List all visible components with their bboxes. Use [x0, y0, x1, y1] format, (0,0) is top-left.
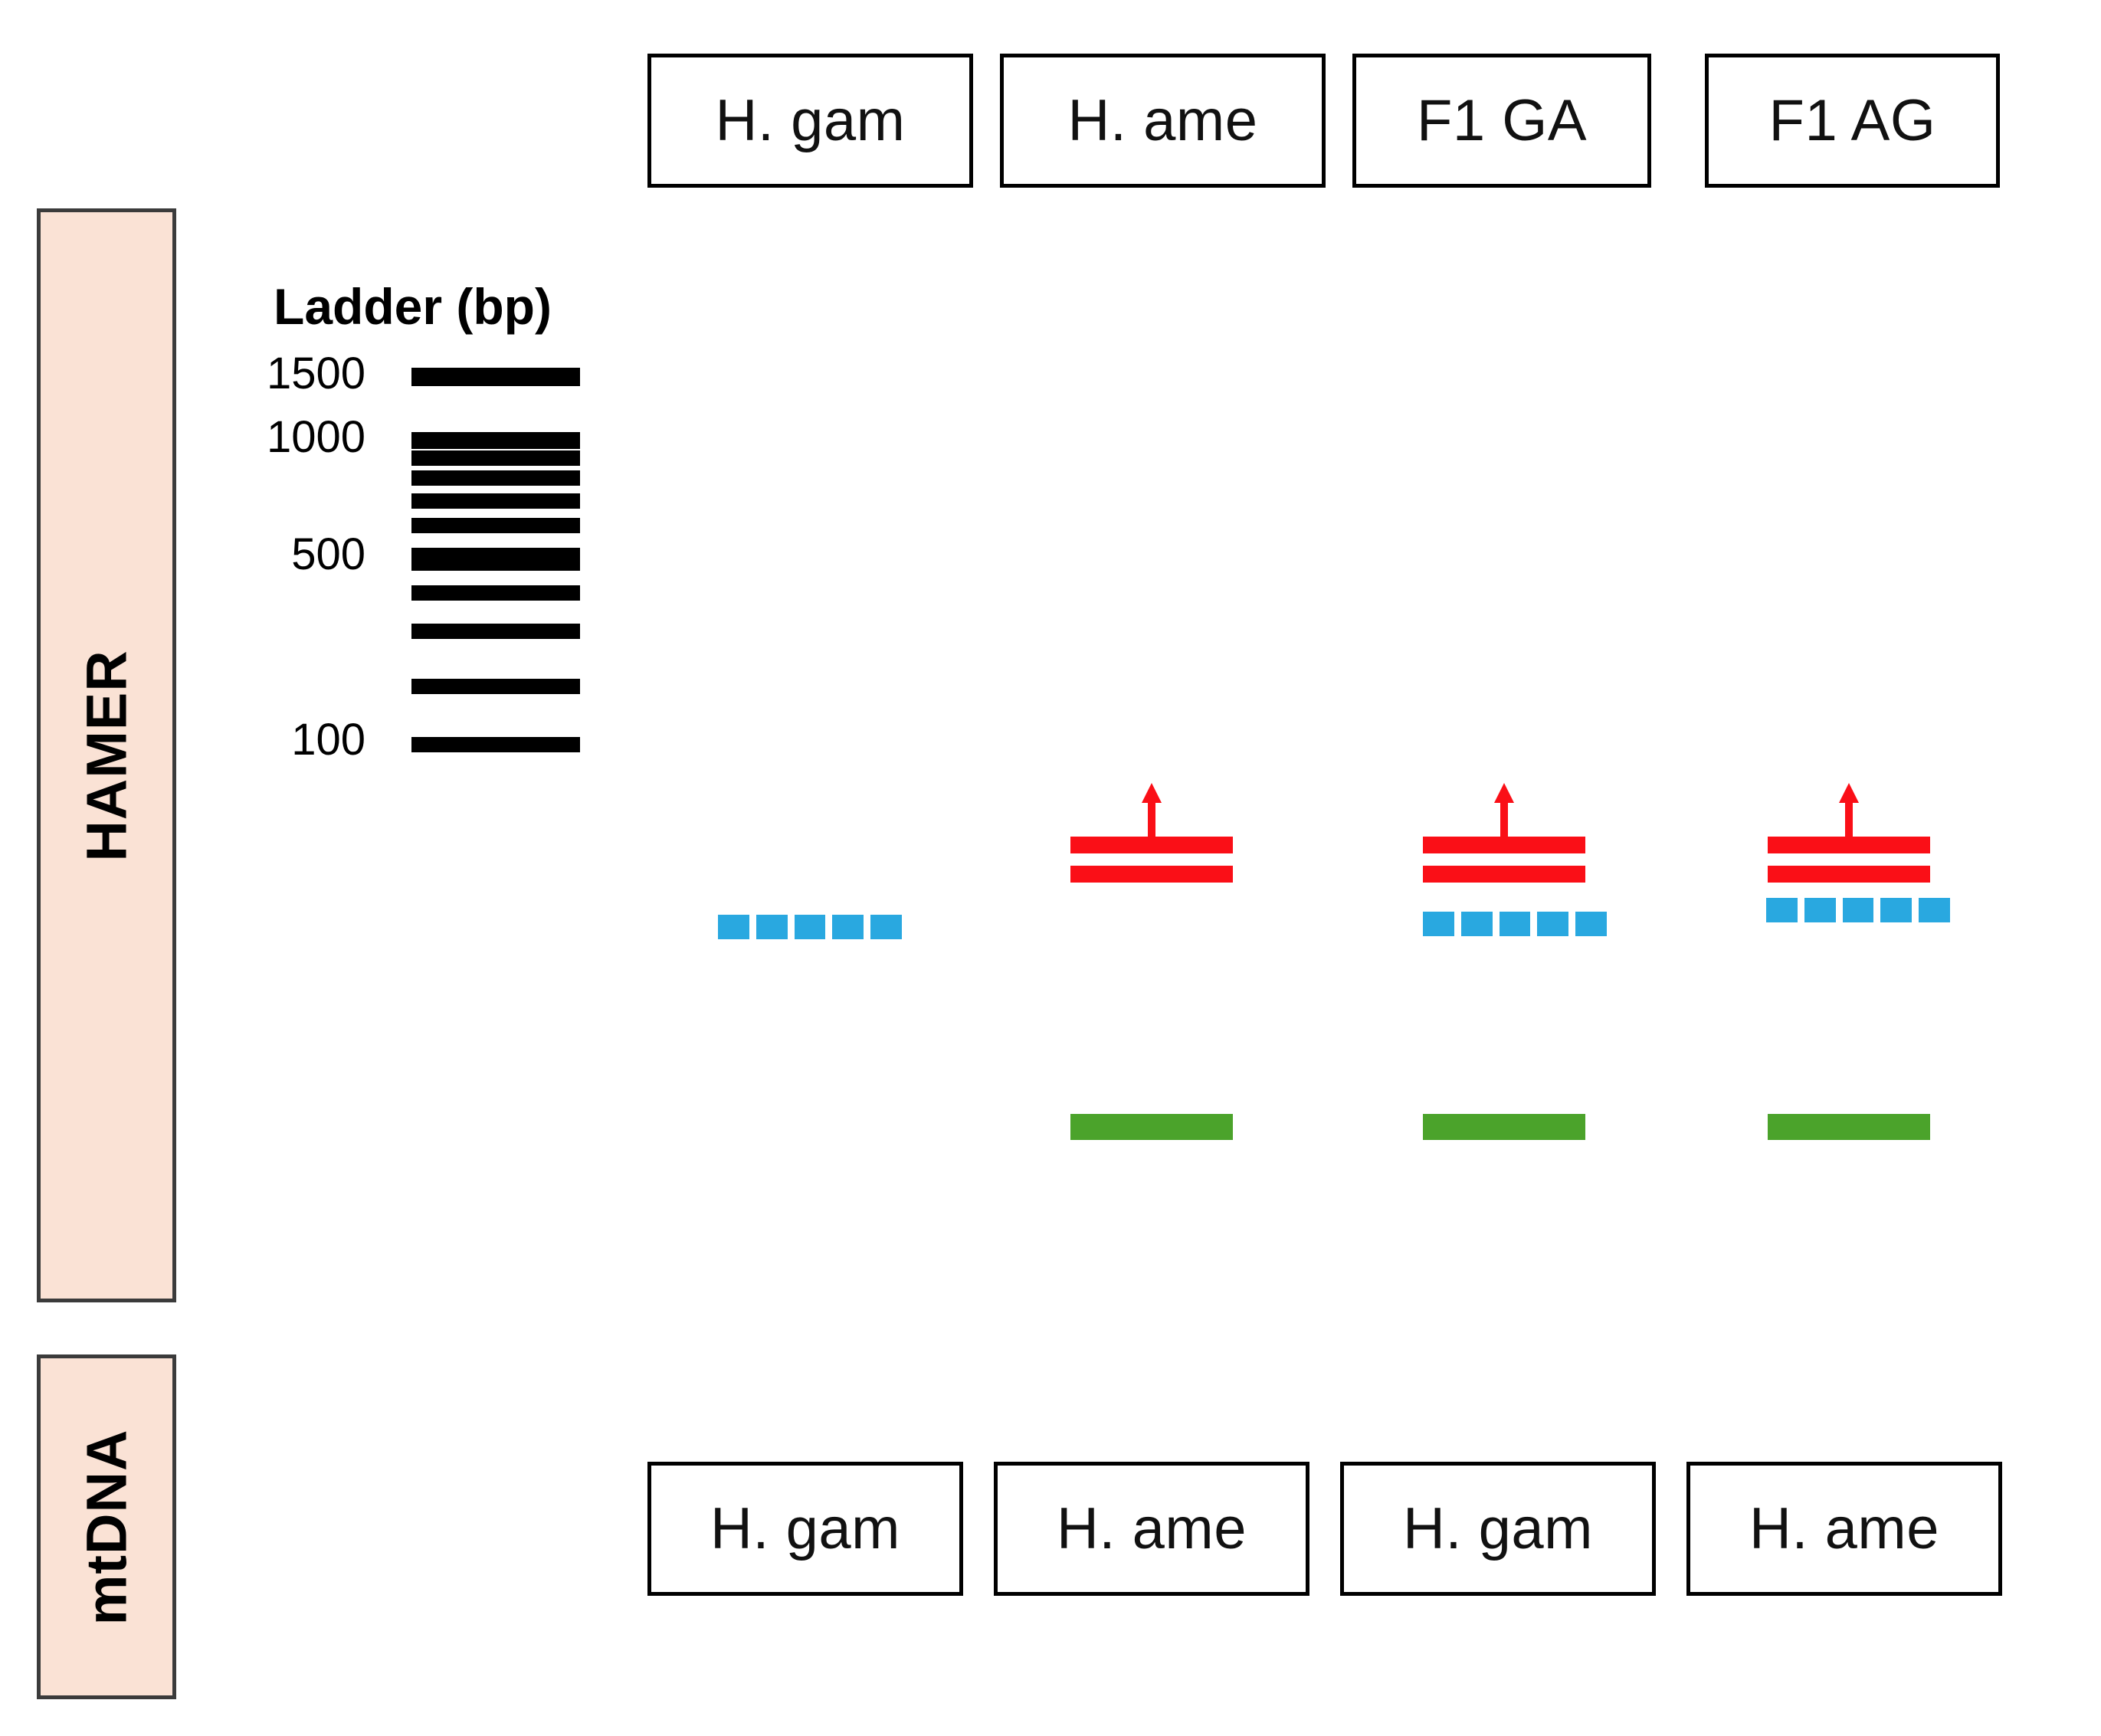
- ladder-band: [411, 470, 580, 486]
- side-tab-hamer: HAMER: [37, 208, 176, 1302]
- dash-segment: [1804, 898, 1836, 922]
- bottom-label-text-3: H. gam: [1403, 1496, 1593, 1561]
- hamer-gel-panel: Ladder (bp) 1500 1000 500 100: [228, 208, 2060, 1302]
- bottom-label-text-4: H. ame: [1749, 1496, 1939, 1561]
- top-label-row: H. gam H. ame F1 GA F1 AG: [0, 0, 2101, 192]
- dash-segment: [1575, 912, 1607, 936]
- up-arrow-icon: [1839, 783, 1859, 803]
- dash-segment: [1919, 898, 1950, 922]
- lane-3-red-band-group: [1423, 783, 1585, 883]
- lane-4-blue-dashed-band: [1766, 898, 1950, 922]
- red-band-lower: [1768, 866, 1930, 883]
- ladder-band: [411, 624, 580, 639]
- dash-segment: [1766, 898, 1798, 922]
- lane-3-green-band: [1423, 1114, 1585, 1140]
- side-tab-mtdna-label: mtDNA: [74, 1429, 139, 1625]
- lane-2-green-band: [1070, 1114, 1233, 1140]
- lane-3-blue-dashed-band: [1423, 912, 1607, 936]
- arrow-stem: [1148, 801, 1155, 852]
- ladder-label-500: 500: [291, 529, 365, 579]
- dash-segment: [1423, 912, 1454, 936]
- ladder-band: [411, 450, 580, 466]
- top-label-text-1: H. gam: [715, 88, 906, 153]
- ladder-label-1000: 1000: [266, 412, 365, 462]
- red-band-upper: [1768, 837, 1930, 853]
- ladder-band: [411, 737, 580, 752]
- red-band-upper: [1423, 837, 1585, 853]
- lane-2-red-band-group: [1070, 783, 1233, 883]
- ladder-band: [411, 679, 580, 694]
- ladder-band: [411, 432, 580, 449]
- dash-segment: [1499, 912, 1531, 936]
- dash-segment: [832, 915, 864, 939]
- side-tab-hamer-label: HAMER: [74, 649, 139, 862]
- top-label-box-2: H. ame: [1000, 54, 1326, 188]
- bottom-label-box-4: H. ame: [1686, 1462, 2002, 1596]
- lane-1-blue-dashed-band: [718, 915, 902, 939]
- ladder-label-100: 100: [291, 715, 365, 765]
- mtdna-gel-panel: H. gam H. ame H. gam H. ame: [228, 1354, 2060, 1699]
- top-label-text-4: F1 AG: [1768, 88, 1936, 153]
- dash-segment: [718, 915, 749, 939]
- top-label-text-3: F1 GA: [1416, 88, 1588, 153]
- bottom-label-box-1: H. gam: [647, 1462, 963, 1596]
- red-band-lower: [1070, 866, 1233, 883]
- ladder-band: [411, 548, 580, 571]
- dash-segment: [870, 915, 902, 939]
- top-label-box-1: H. gam: [647, 54, 973, 188]
- ladder-band: [411, 493, 580, 509]
- ladder-band: [411, 368, 580, 386]
- ladder-band: [411, 518, 580, 533]
- red-band-lower: [1423, 866, 1585, 883]
- top-label-box-4: F1 AG: [1705, 54, 2000, 188]
- top-label-box-3: F1 GA: [1352, 54, 1651, 188]
- bottom-label-text-1: H. gam: [710, 1496, 900, 1561]
- bottom-label-box-2: H. ame: [994, 1462, 1309, 1596]
- dash-segment: [1460, 912, 1493, 936]
- arrow-stem: [1500, 801, 1508, 852]
- dash-segment: [756, 915, 788, 939]
- side-tab-mtdna: mtDNA: [37, 1354, 176, 1699]
- red-band-upper: [1070, 837, 1233, 853]
- ladder-label-1500: 1500: [266, 349, 365, 398]
- dash-segment: [794, 915, 826, 939]
- top-label-text-2: H. ame: [1067, 88, 1258, 153]
- dash-segment: [1842, 898, 1874, 922]
- dash-segment: [1537, 912, 1569, 936]
- bottom-label-text-2: H. ame: [1057, 1496, 1247, 1561]
- ladder-title: Ladder (bp): [274, 278, 552, 335]
- up-arrow-icon: [1494, 783, 1514, 803]
- arrow-stem: [1845, 801, 1853, 852]
- up-arrow-icon: [1142, 783, 1162, 803]
- bottom-label-box-3: H. gam: [1340, 1462, 1656, 1596]
- lane-4-green-band: [1768, 1114, 1930, 1140]
- ladder-band: [411, 585, 580, 601]
- lane-4-red-band-group: [1768, 783, 1930, 883]
- dash-segment: [1880, 898, 1913, 922]
